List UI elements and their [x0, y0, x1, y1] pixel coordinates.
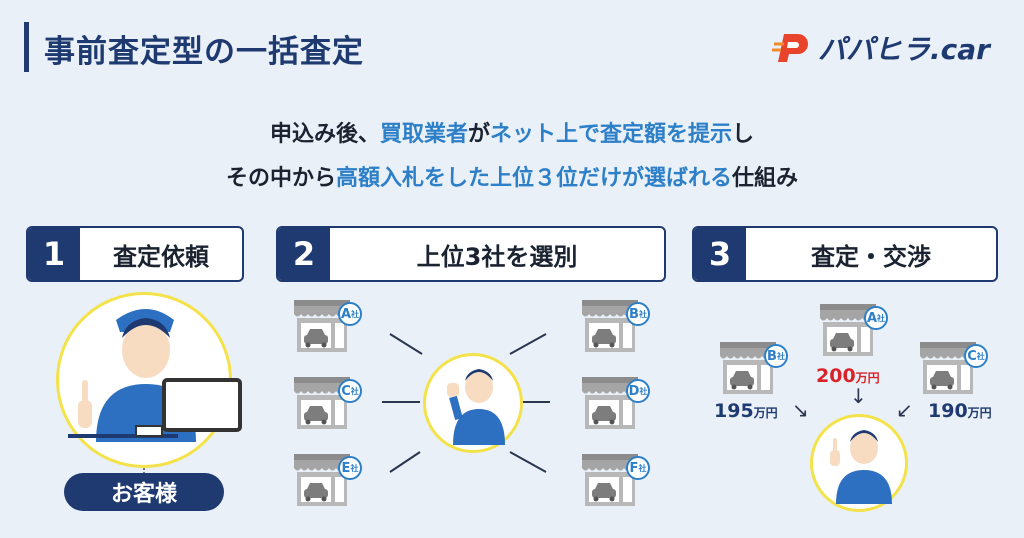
price-a: 200万円	[816, 365, 880, 387]
subtitle-line-2: その中から高額入札をした上位３位だけが選ばれる仕組み	[0, 160, 1024, 192]
step-1-header: 1 査定依頼	[26, 226, 244, 282]
price-c: 190万円	[928, 400, 992, 422]
step-2-header: 2 上位3社を選別	[276, 226, 666, 282]
arrow-down-icon: ↓	[850, 384, 867, 408]
subtitle-text: 申込み後、	[269, 122, 380, 147]
subtitle-text: し	[732, 122, 755, 147]
pointing-person-icon	[830, 430, 892, 504]
arrow-down-left-icon: ↙	[896, 398, 913, 422]
subtitle-text: が	[467, 122, 490, 147]
step-3-header: 3 査定・交渉	[692, 226, 998, 282]
subtitle-highlight: 買取業者	[379, 122, 468, 147]
title-accent-bar	[24, 22, 29, 72]
customer-with-laptop-icon	[68, 309, 242, 442]
logo-mark-icon	[772, 34, 808, 62]
page-title: 事前査定型の一括査定	[44, 34, 364, 70]
subtitle-highlight: 高額入札をした上位３位だけが選ばれる	[335, 166, 732, 191]
brand-logo: パパヒラ.car	[772, 28, 990, 68]
step-number: 2	[278, 228, 330, 280]
step-number: 3	[694, 228, 746, 280]
subtitle-text: 仕組み	[732, 166, 799, 191]
arrow-down-right-icon: ↘	[792, 398, 809, 422]
subtitle-highlight: ネット上で査定額を提示	[490, 122, 733, 147]
connection-lines	[382, 333, 550, 473]
negotiator-circle	[810, 414, 908, 512]
connector-line	[143, 468, 145, 474]
cheering-person-icon	[447, 369, 505, 445]
step-label: 査定依頼	[113, 242, 209, 271]
subtitle-text: その中から	[225, 166, 336, 191]
price-b: 195万円	[714, 400, 778, 422]
customer-label: お客様	[64, 473, 224, 511]
logo-text: パパヒラ.car	[818, 33, 990, 66]
step-label: 上位3社を選別	[416, 242, 578, 271]
step-number: 1	[28, 228, 80, 280]
step-label: 査定・交渉	[811, 242, 931, 271]
subtitle-line-1: 申込み後、買取業者がネット上で査定額を提示し	[0, 116, 1024, 148]
